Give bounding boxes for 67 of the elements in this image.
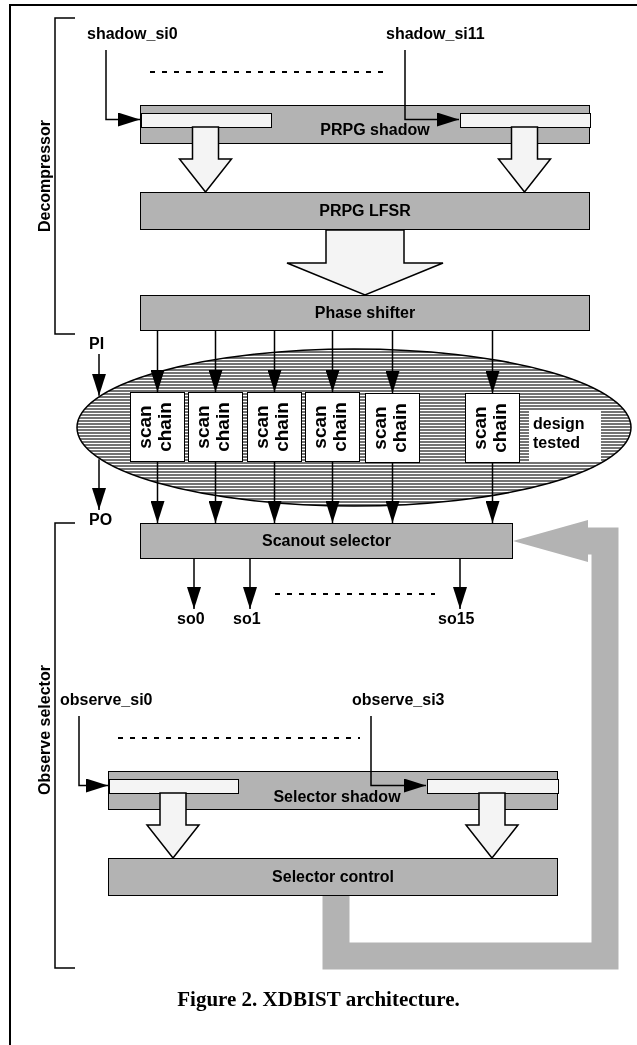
block-label: Phase shifter — [314, 304, 416, 322]
block-arrow — [496, 126, 553, 194]
arrow — [105, 49, 141, 127]
section-label: Decompressor — [36, 120, 54, 232]
chain-label: scan chain — [310, 400, 351, 454]
figure-caption: Figure 2. XDBIST architecture. — [176, 987, 461, 1012]
block-label: Selector shadow — [272, 787, 402, 807]
process-block — [108, 771, 558, 810]
scan-chain-box — [365, 393, 420, 463]
register-bar — [460, 113, 591, 128]
chain-label: scan chain — [470, 401, 511, 455]
block-label: PRPG LFSR — [319, 202, 411, 220]
arrow — [243, 558, 257, 610]
chain-label: scan chain — [193, 400, 234, 454]
arrow — [267, 461, 282, 524]
scan-chain-box — [247, 392, 302, 462]
process-block — [140, 523, 513, 559]
section-label: Observe selector — [35, 665, 54, 795]
signal-label: so1 — [233, 609, 267, 629]
signal-label: so0 — [177, 609, 211, 629]
arrow — [325, 330, 340, 393]
signal-label: shadow_si11 — [386, 24, 496, 44]
arrow — [385, 462, 400, 524]
block-arrow — [177, 126, 234, 194]
process-block — [140, 192, 590, 230]
arrow — [385, 330, 400, 394]
scan-chain-box — [130, 392, 185, 462]
block-label: Selector control — [272, 868, 394, 886]
process-block — [108, 858, 558, 896]
signal-label: observe_si3 — [352, 690, 462, 710]
register-bar — [141, 113, 272, 128]
arrow — [208, 461, 223, 524]
chain-label: scan chain — [135, 400, 176, 454]
scan-chain-box — [188, 392, 243, 462]
arrow — [150, 330, 165, 393]
chain-label: scan chain — [370, 401, 411, 455]
arrow — [485, 462, 500, 524]
chain-label: scan chain — [252, 400, 293, 454]
signal-label: PO — [89, 510, 123, 530]
arrow — [78, 715, 109, 793]
arrow — [370, 715, 427, 793]
arrow — [92, 458, 106, 511]
block-label: PRPG shadow — [319, 120, 431, 140]
arrow — [267, 330, 282, 393]
block-arrow — [286, 229, 444, 296]
arrow — [453, 558, 467, 610]
signal-label: PI — [89, 334, 119, 354]
arrow — [150, 461, 165, 524]
block-label: Scanout selector — [262, 532, 391, 550]
arrow — [187, 558, 201, 610]
register-bar — [109, 779, 239, 794]
block-arrow — [464, 792, 520, 860]
arrow — [92, 353, 106, 397]
arrow — [485, 330, 500, 394]
arrow — [325, 461, 340, 524]
process-block — [140, 105, 590, 144]
signal-label: so15 — [438, 609, 482, 629]
signal-label: observe_si0 — [60, 690, 170, 710]
register-bar — [427, 779, 559, 794]
scan-chain-box — [465, 393, 520, 463]
arrow — [404, 49, 460, 127]
block-arrow — [145, 792, 201, 860]
process-block — [140, 295, 590, 331]
arrow — [208, 330, 223, 393]
scan-chain-box — [305, 392, 360, 462]
signal-label: shadow_si0 — [87, 24, 187, 44]
design-label: design tested — [529, 411, 601, 461]
